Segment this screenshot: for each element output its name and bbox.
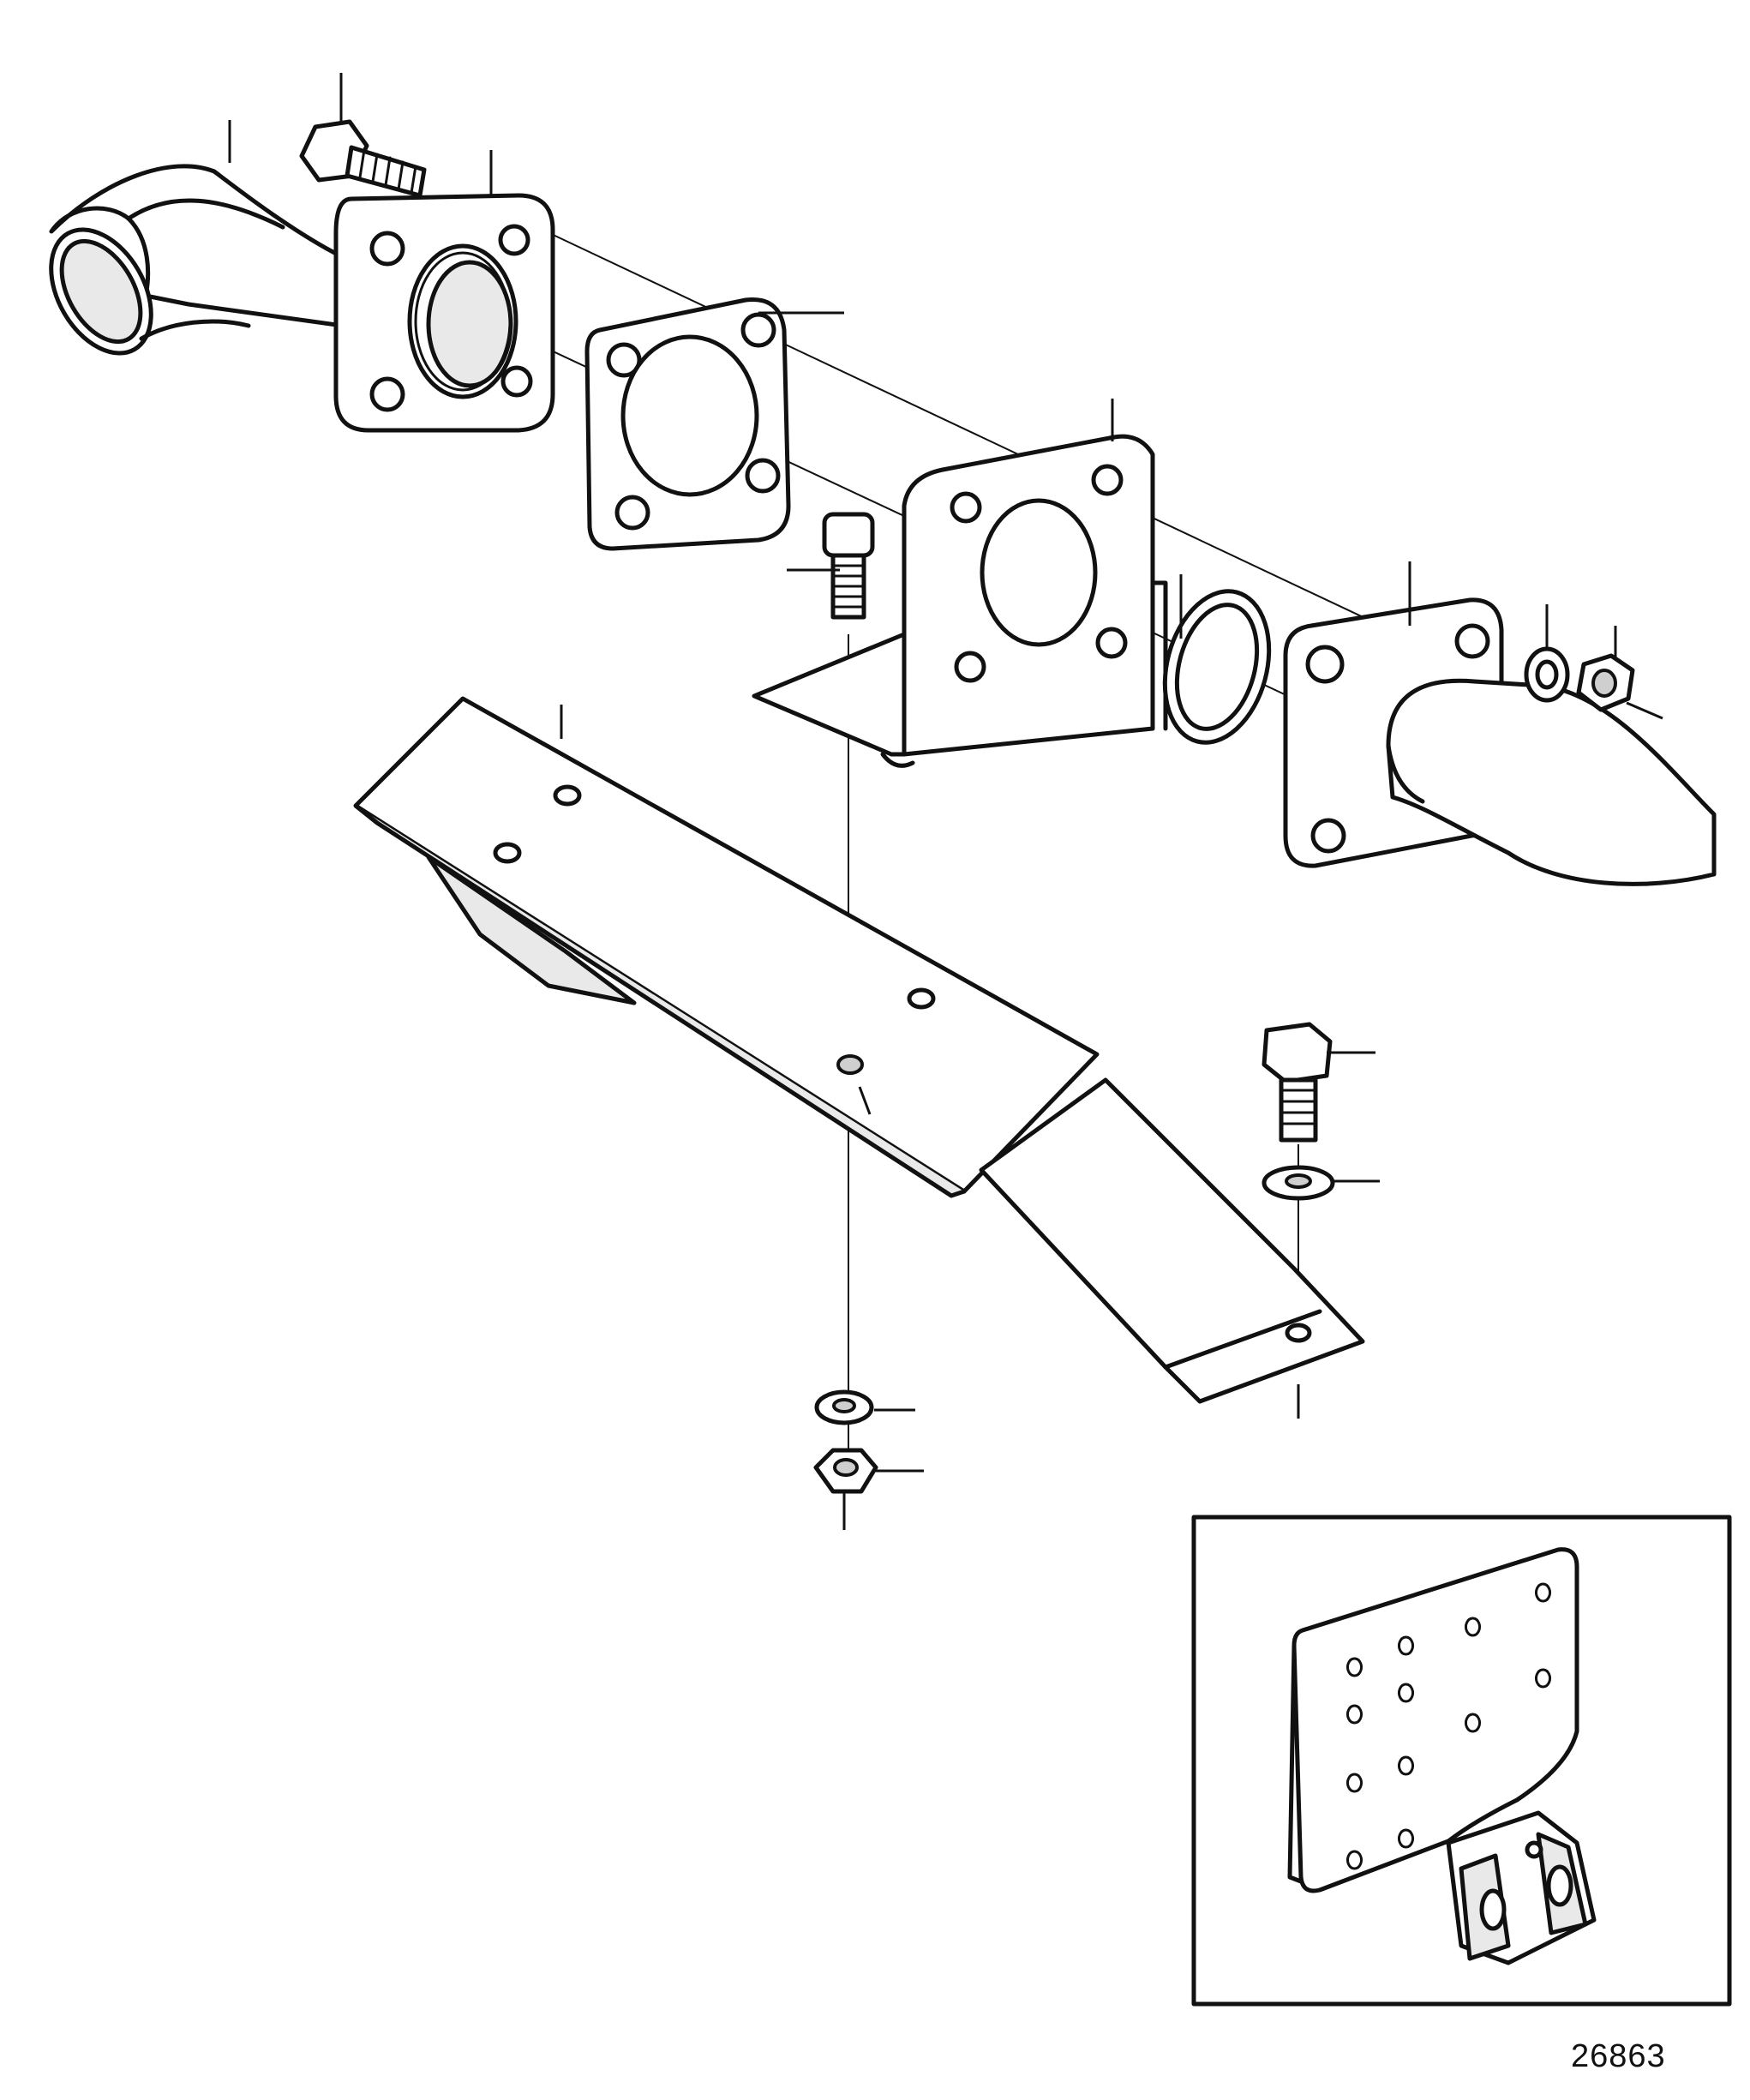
inset-detail-frame: [1191, 1515, 1732, 2007]
flange-gasket: [584, 297, 791, 551]
bracket-bolt: [822, 512, 875, 620]
leader-lines: [228, 73, 1663, 1530]
washer-right: [1524, 646, 1570, 703]
elbow-pipe: [49, 164, 345, 356]
mounting-bracket: [752, 434, 1168, 768]
beam-bolt: [1262, 1022, 1333, 1143]
pipe-flange: [333, 193, 555, 433]
hex-nut-right: [1576, 653, 1635, 712]
exhaust-pipe-flange: [1283, 597, 1717, 886]
washer-lower: [814, 1389, 874, 1425]
hex-nut-lower: [813, 1448, 878, 1494]
engine-support-beam: [353, 696, 1365, 1404]
flange-bolt: [299, 119, 427, 198]
beam-washer: [1262, 1165, 1335, 1201]
o-ring-seal: [1162, 589, 1272, 745]
diagram-reference-number: 26863: [1571, 2038, 1666, 2074]
